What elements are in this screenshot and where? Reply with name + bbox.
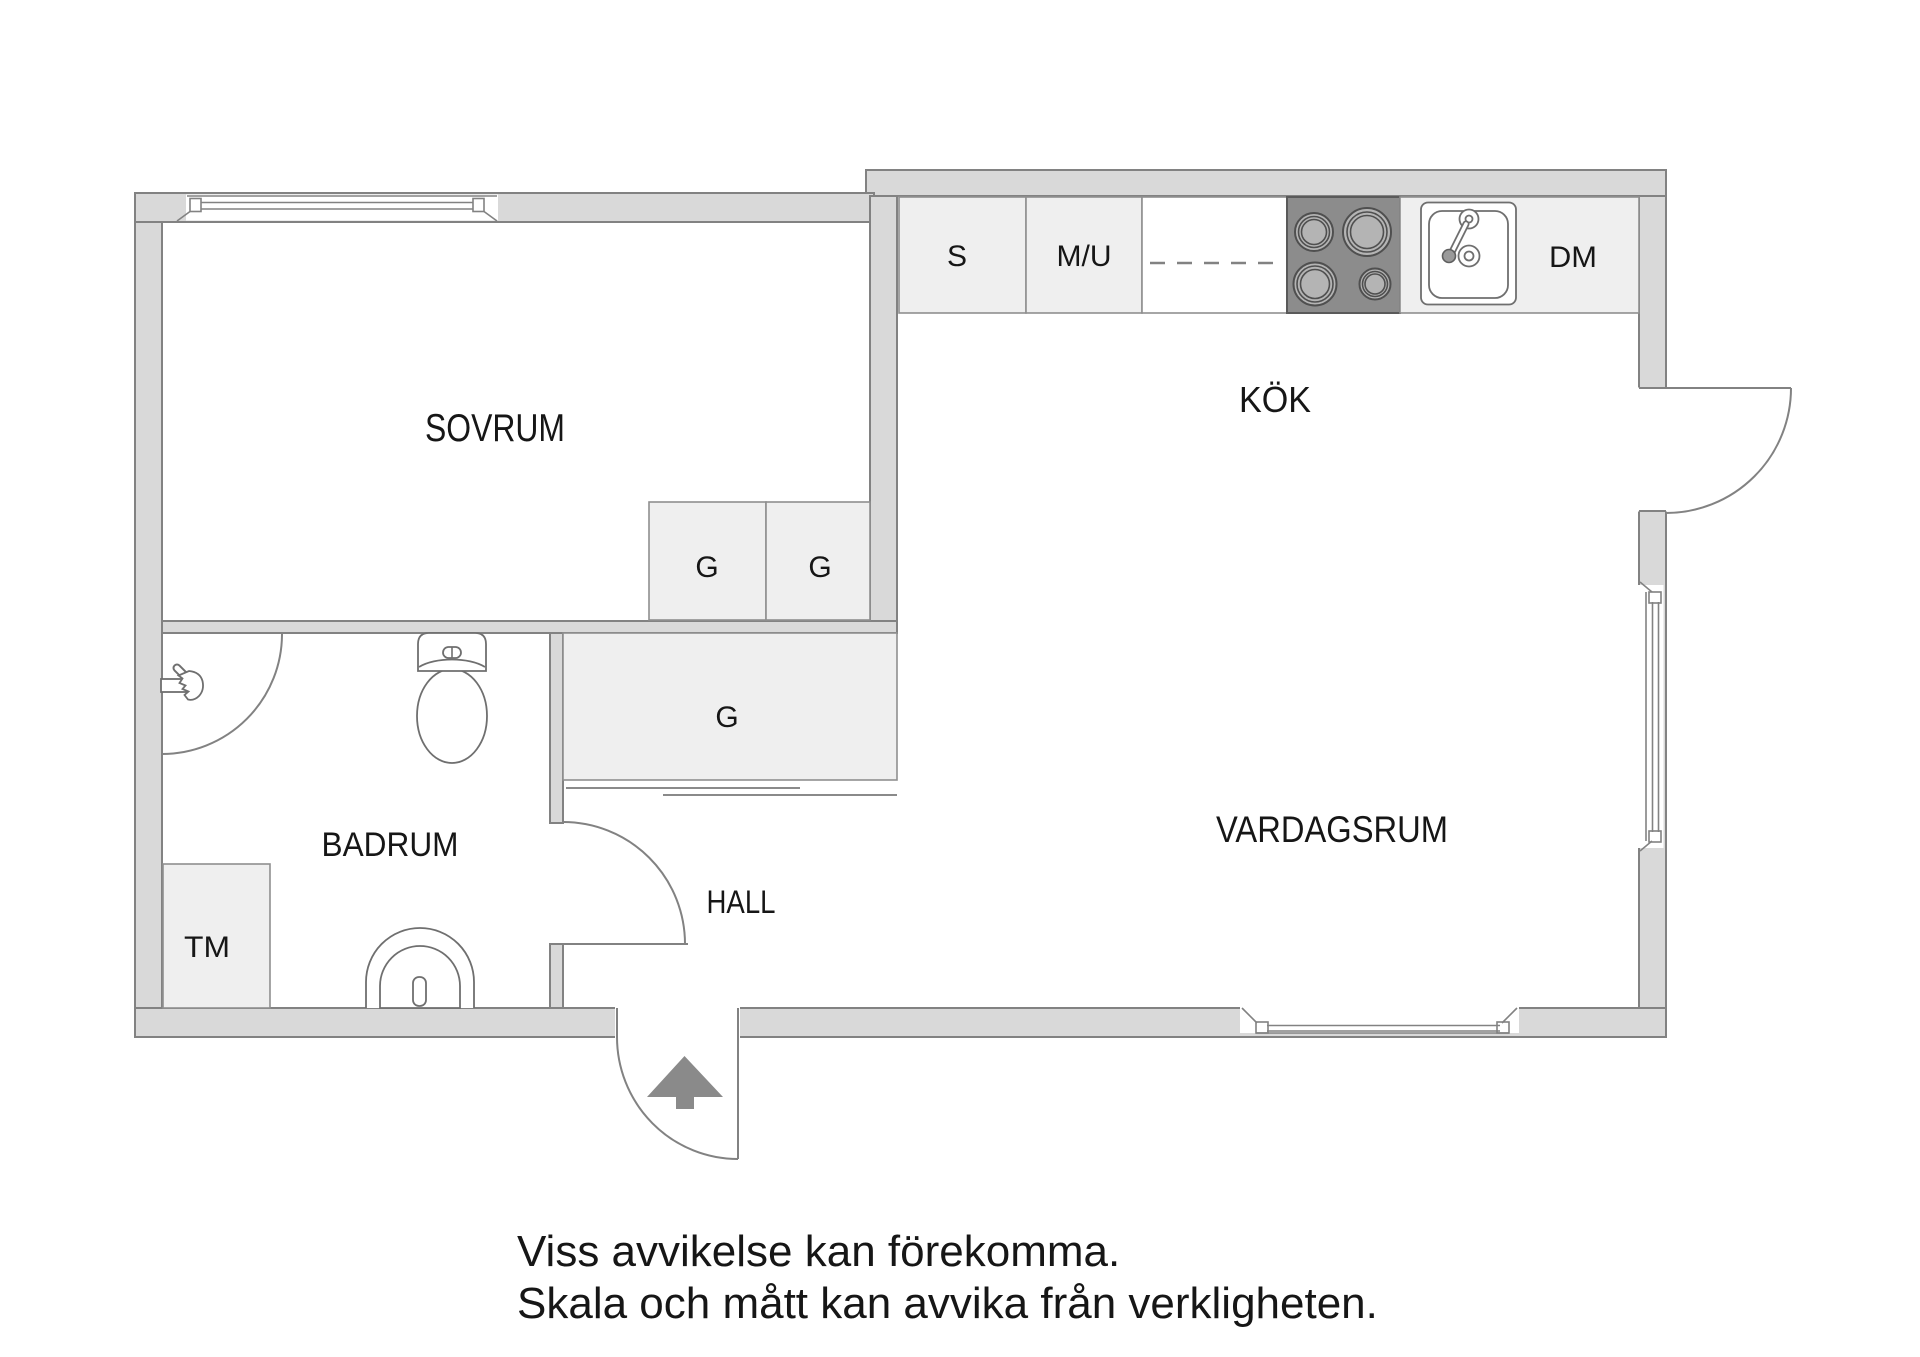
room-label-bedroom: SOVRUM [425,407,565,450]
label-cabinet-mu: M/U [1057,240,1112,273]
label-closet-left: G [695,551,718,584]
wall-bathroom-hall-upper [549,632,564,824]
outer-wall-top-kitchen [865,169,1667,197]
label-cabinet-s: S [947,240,967,273]
entrance-arrow-icon [647,1056,723,1109]
label-closet-right: G [808,551,831,584]
label-dishwasher: DM [1549,241,1597,274]
toilet-icon [416,632,488,764]
outer-wall-left [134,192,163,1038]
window-living-room-right [1637,581,1664,852]
label-washing-machine: TM [184,931,230,964]
washbasin-icon [365,927,475,1009]
window-living-room-bottom [1240,1006,1519,1034]
disclaimer-line1: Viss avvikelse kan förekomma. [517,1227,1120,1276]
wall-bedroom-bathroom [161,620,898,634]
wall-bedroom-kitchen-divider [869,195,898,634]
closet-gg-left [648,501,767,621]
room-label-hall: HALL [707,884,776,920]
burner [1358,267,1392,301]
room-label-living-room: VARDAGSRUM [1216,809,1448,850]
kitchen-counter [898,196,1640,314]
kitchen-sink-icon [1420,201,1517,306]
wall-bathroom-hall-lower [549,943,564,1009]
burner [1342,207,1392,257]
cabinet-mu [1025,196,1143,314]
cabinet-open [1141,196,1288,314]
washing-machine [162,863,271,1009]
disclaimer-line2: Skala och mått kan avvika från verklighe… [517,1279,1378,1328]
burner [1294,212,1334,252]
closet-hall [562,632,898,781]
closet-gg-right [765,501,871,621]
label-closet-hall: G [715,701,738,734]
room-label-bathroom: BADRUM [322,826,459,864]
door-bathroom [161,633,283,755]
cabinet-s [898,196,1027,314]
room-label-kitchen: KÖK [1239,379,1311,420]
burner [1292,261,1338,307]
closets [162,501,898,1009]
door-kitchen-exterior [1637,387,1792,514]
window-bedroom [176,194,498,222]
door-entry [615,1006,740,1160]
door-bathroom-hall [562,821,688,945]
shower-mixer-icon [160,663,204,701]
